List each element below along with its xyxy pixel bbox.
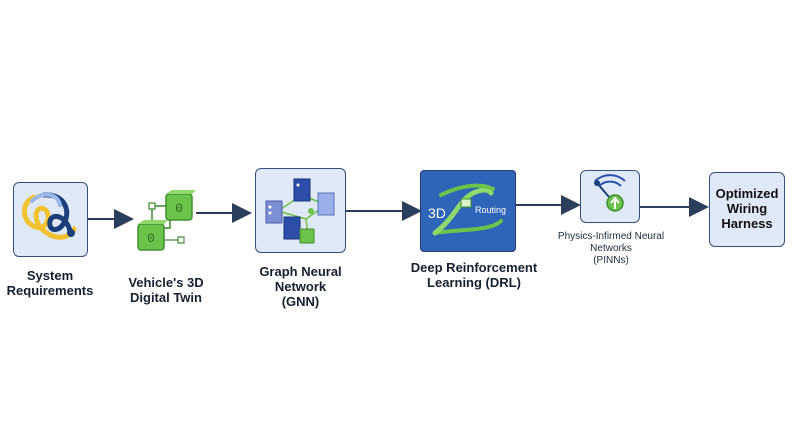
graph-network-icon (265, 178, 335, 244)
system-requirements-label: System Requirements (6, 268, 94, 298)
digital-twin-label: Vehicle's 3D Digital Twin (128, 275, 204, 305)
gnn-node (255, 168, 346, 253)
drl-node: 3D Routing (420, 170, 516, 252)
cubes-icon: 0 0 (137, 190, 196, 251)
routing-path-icon (432, 183, 503, 236)
svg-text:0: 0 (147, 231, 155, 246)
physics-signal-icon (594, 174, 626, 212)
drl-label: Deep Reinforcement Learning (DRL) (410, 260, 538, 290)
drl-routing-text: Routing (475, 205, 507, 215)
drl-3d-text: 3D (428, 205, 446, 221)
system-requirements-node (13, 182, 88, 257)
cable-loop-icon (22, 192, 77, 240)
digital-twin-node: 0 0 (132, 190, 196, 254)
gnn-label: Graph Neural Network (GNN) (259, 264, 342, 309)
svg-text:0: 0 (175, 201, 183, 216)
pinn-label: Physics-Infirmed Neural Networks (PINNs) (557, 231, 665, 266)
optimized-wiring-harness-node: Optimized Wiring Harness (709, 172, 785, 247)
pinn-node (580, 170, 640, 223)
harness-label: Optimized Wiring Harness (715, 186, 779, 231)
